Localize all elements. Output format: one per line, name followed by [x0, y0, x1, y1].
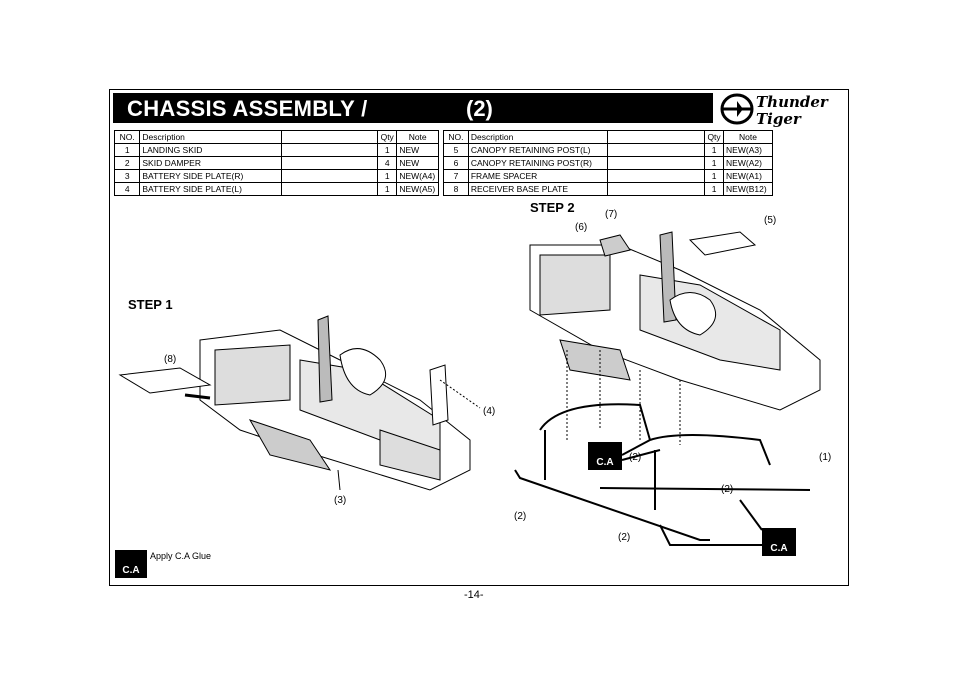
page-title: CHASSIS ASSEMBLY /	[127, 96, 368, 121]
ca-glue-legend: Apply C.A Glue	[150, 551, 212, 561]
part-no: 1	[113, 143, 141, 157]
parts-table-left: NO. Description Qty Note 1 LANDING SKID …	[113, 130, 439, 196]
callout-7: (7)	[605, 209, 618, 220]
page-number: -14-	[464, 589, 484, 601]
ca-glue-legend-badge: C.A	[115, 550, 147, 578]
step2-chassis-illustration	[529, 231, 821, 411]
parts-table-right: NO. Description Qty Note 5 CANOPY RETAIN…	[443, 130, 773, 196]
callout-2: (2)	[721, 484, 734, 495]
svg-text:C.A: C.A	[122, 565, 139, 576]
callout-2: (2)	[514, 511, 527, 522]
part-qty: 1	[377, 182, 398, 196]
step2-label: STEP 2	[530, 200, 575, 215]
svg-text:C.A: C.A	[596, 457, 613, 468]
thunder-tiger-logo: Thunder Tiger	[720, 93, 829, 127]
table-row: 8 RECEIVER BASE PLATE 1 NEW(B12)	[443, 182, 773, 196]
landing-skid-illustration	[514, 403, 811, 541]
ca-glue-badge: C.A	[588, 442, 622, 470]
part-description: BATTERY SIDE PLATE(L)	[139, 182, 282, 196]
callout-2: (2)	[629, 452, 642, 463]
step1-label: STEP 1	[128, 297, 173, 312]
table-row: 6 CANOPY RETAINING POST(R) 1 NEW(A2)	[443, 156, 773, 170]
callout-1: (1)	[819, 452, 832, 463]
callout-8: (8)	[164, 354, 177, 365]
part-note: NEW(A5)	[396, 182, 439, 196]
page-frame	[109, 89, 849, 586]
svg-text:C.A: C.A	[770, 543, 787, 554]
callout-6: (6)	[575, 222, 588, 233]
table-row: 4 BATTERY SIDE PLATE(L) 1 NEW(A5)	[113, 182, 439, 196]
part-no: 4	[113, 182, 141, 196]
title-bar	[113, 93, 713, 123]
callout-5: (5)	[764, 215, 777, 226]
part-note: NEW(B12)	[723, 182, 773, 196]
brand-line1: Thunder	[756, 93, 829, 111]
callout-3: (3)	[334, 495, 347, 506]
step1-chassis-illustration	[118, 315, 471, 491]
part-description: RECEIVER BASE PLATE	[467, 182, 608, 196]
callout-2: (2)	[618, 532, 631, 543]
ca-glue-badge: C.A	[762, 528, 796, 556]
brand-line2: Tiger	[756, 110, 802, 127]
callout-4: (4)	[483, 406, 496, 417]
page-title-suffix: (2)	[466, 96, 493, 121]
